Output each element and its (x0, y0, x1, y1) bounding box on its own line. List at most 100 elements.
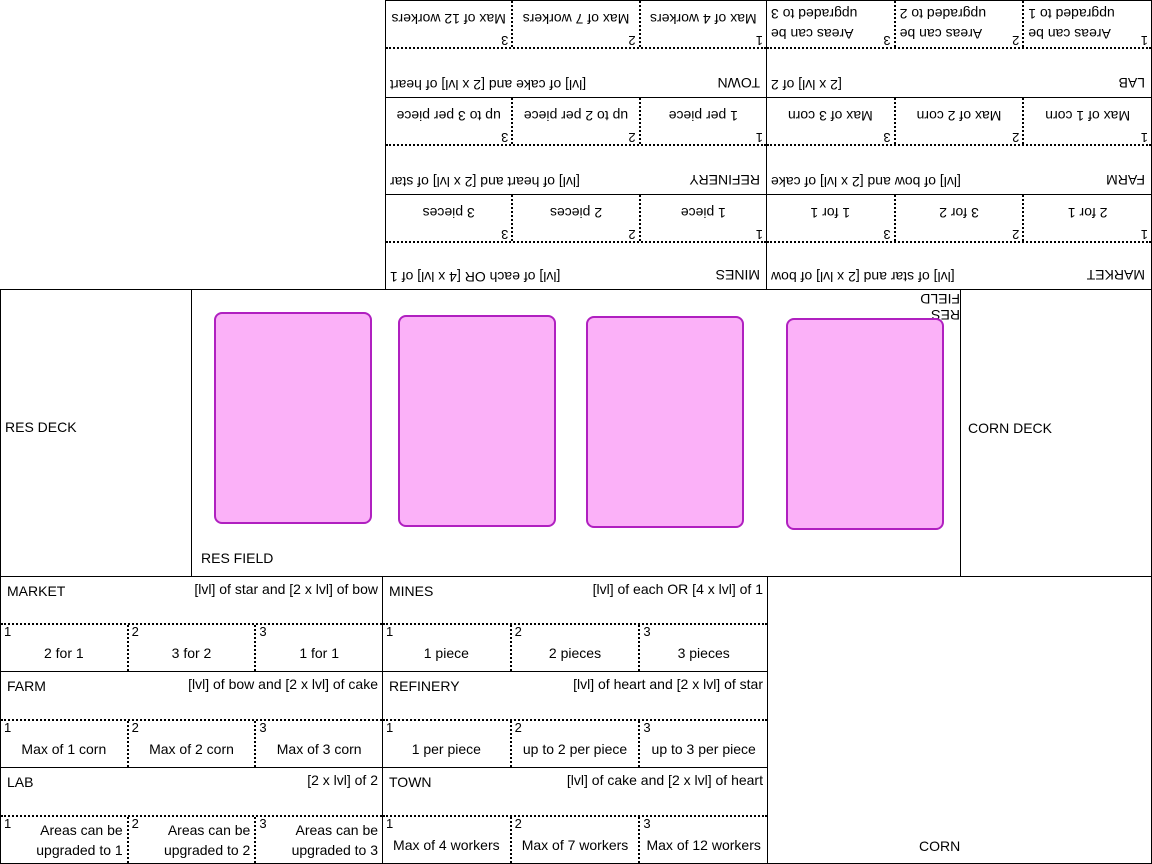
res-field-zone[interactable]: RES FIELD RES FIELD (191, 289, 961, 577)
level-number: 3 (259, 624, 267, 639)
level-effect: 1 piece (423, 645, 469, 661)
building-name: LAB (1118, 75, 1145, 91)
level-number: 3 (501, 227, 509, 242)
level-number: 1 (4, 624, 12, 639)
refinery-panel[interactable]: REFINERY [lvl] of heart and [2 x lvl] of… (382, 671, 768, 768)
resource-card[interactable] (398, 315, 556, 527)
level-number: 2 (131, 816, 139, 831)
building-name: MINES (715, 267, 760, 283)
level-effect: Max of 7 workers (521, 837, 629, 853)
level-effect: Max of 4 workers (393, 837, 500, 853)
level-effect: Max of 1 corn (1045, 108, 1131, 124)
opponent-market-panel[interactable]: MARKET [lvl] of star and [2 x lvl] of bo… (766, 194, 1152, 290)
corn-zone[interactable]: CORN (767, 576, 1152, 864)
level-effect-line: upgraded to 2 (899, 6, 987, 22)
opponent-town-panel[interactable]: TOWN [lvl] of cake and [2 x lvl] of hear… (385, 0, 767, 98)
resource-card[interactable] (786, 318, 944, 530)
level-2-slot[interactable]: 2 up to 2 per piece (513, 98, 641, 145)
level-3-slot[interactable]: 3 1 for 1 (254, 625, 382, 671)
level-effect-line: Areas can be (295, 822, 379, 838)
resource-card[interactable] (586, 316, 744, 528)
level-effect-line: Areas can be (1028, 26, 1111, 42)
level-effect: up to 3 per piece (396, 108, 501, 124)
opponent-farm-panel[interactable]: FARM [lvl] of bow and [2 x lvl] of cake … (766, 97, 1152, 195)
level-number: 3 (501, 130, 509, 145)
farm-panel[interactable]: FARM [lvl] of bow and [2 x lvl] of cake … (0, 671, 383, 768)
market-panel[interactable]: MARKET [lvl] of star and [2 x lvl] of bo… (0, 576, 383, 672)
building-cost: [lvl] of star and [2 x lvl] of bow (194, 581, 378, 597)
res-field-label: RES FIELD (201, 550, 274, 566)
level-number: 3 (643, 624, 651, 639)
level-effect: 1 for 1 (299, 645, 340, 661)
level-number: 1 (1140, 130, 1148, 145)
level-effect-line: Areas can be (770, 26, 854, 42)
level-effect: 1 for 1 (810, 205, 851, 221)
level-number: 3 (643, 720, 651, 735)
res-deck-zone[interactable]: RES DECK (0, 289, 192, 577)
level-effect-line: upgraded to 2 (163, 842, 251, 858)
building-name: FARM (1106, 172, 1145, 188)
level-effect: up to 2 per piece (523, 108, 629, 124)
opponent-refinery-panel[interactable]: REFINERY [lvl] of heart and [2 x lvl] of… (385, 97, 767, 195)
town-panel[interactable]: TOWN [lvl] of cake and [2 x lvl] of hear… (382, 767, 768, 864)
level-1-slot[interactable]: 1 Max of 1 corn (1024, 98, 1151, 145)
building-name: TOWN (717, 75, 760, 91)
resource-card[interactable] (214, 312, 372, 524)
corn-deck-zone[interactable]: CORN DECK (960, 289, 1152, 577)
level-number: 3 (643, 816, 651, 831)
building-cost: [2 x lvl] of 2 (307, 772, 378, 788)
level-number: 2 (628, 130, 636, 145)
level-number: 2 (1012, 130, 1020, 145)
level-effect: 3 for 2 (939, 205, 979, 221)
building-name: TOWN (389, 774, 432, 790)
level-effect-line: Areas can be (40, 822, 123, 838)
building-name: MARKET (1086, 267, 1145, 283)
